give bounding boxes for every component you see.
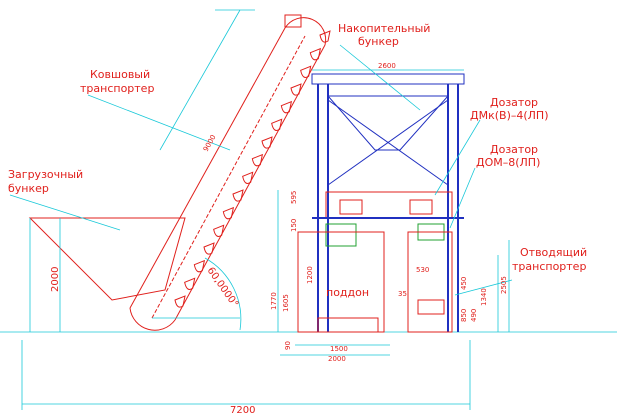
dim-1770: 1770 [270,292,278,310]
conveyor-bucket [222,206,235,220]
dim-490: 490 [470,309,478,322]
dimension-lines [21,190,510,410]
label-outlet-conveyor-1: Отводящий [520,246,587,259]
conveyor-bucket [203,242,215,255]
dispenser-dmk [312,191,464,219]
dim-35: 35 [398,290,407,298]
label-bucket-conveyor-2: транспортер [80,82,154,95]
leader-lines [9,44,513,296]
bucket-conveyor [129,9,331,331]
label-storage-hopper-2: бункер [358,35,399,48]
dim-frame-width: 2600 [378,62,396,70]
label-bucket-conveyor-1: Ковшовый [90,68,150,81]
conveyor-bucket [280,100,293,114]
conveyor-bucket [193,259,206,273]
label-dispenser2-2: ДОМ–8(ЛП) [476,156,540,169]
label-dispenser2-1: Дозатор [490,143,538,156]
label-loading-hopper-1: Загрузочный [8,168,83,181]
label-dispenser1-1: Дозатор [490,96,538,109]
dim-530: 530 [416,266,429,274]
dim-1500: 1500 [330,345,348,353]
angle-indicator [152,257,242,331]
dim-150: 150 [290,219,298,232]
storage-frame [311,69,465,332]
dim-2505: 2505 [500,276,508,294]
label-outlet-conveyor-2: транспортер [512,260,586,273]
conveyor-bucket [319,30,331,43]
conveyor-bucket [213,224,225,237]
dim-450: 450 [460,277,468,290]
label-loading-hopper-2: бункер [8,182,49,195]
conveyor-bucket [184,277,196,290]
dim-850: 850 [460,309,468,322]
dim-conveyor-length: 9000 [202,134,218,153]
conveyor-bucket [309,47,322,61]
dim-1200: 1200 [306,266,314,284]
label-storage-hopper-1: Накопительный [338,22,430,35]
conveyor-bucket [232,189,244,202]
loading-hopper [28,217,186,332]
dim-1340: 1340 [480,288,488,306]
conveyor-bucket [290,83,302,96]
conveyor-bucket [271,118,283,131]
dim-90: 90 [284,341,292,350]
dim-1605: 1605 [282,294,290,312]
conveyor-bucket [261,136,273,149]
pallet [317,317,379,333]
conveyor-bucket [300,65,312,78]
conveyor-bucket [242,171,254,184]
dispenser-dom [297,223,453,333]
dim-total-length: 7200 [230,405,255,416]
dim-hopper-height: 2000 [50,267,61,292]
dim-2000: 2000 [328,355,346,363]
dim-595: 595 [290,191,298,204]
label-pallet: поддон [326,286,369,299]
conveyor-bucket [251,153,264,167]
label-dispenser1-2: ДМк(В)–4(ЛП) [470,109,548,122]
conveyor-bucket [174,295,186,308]
